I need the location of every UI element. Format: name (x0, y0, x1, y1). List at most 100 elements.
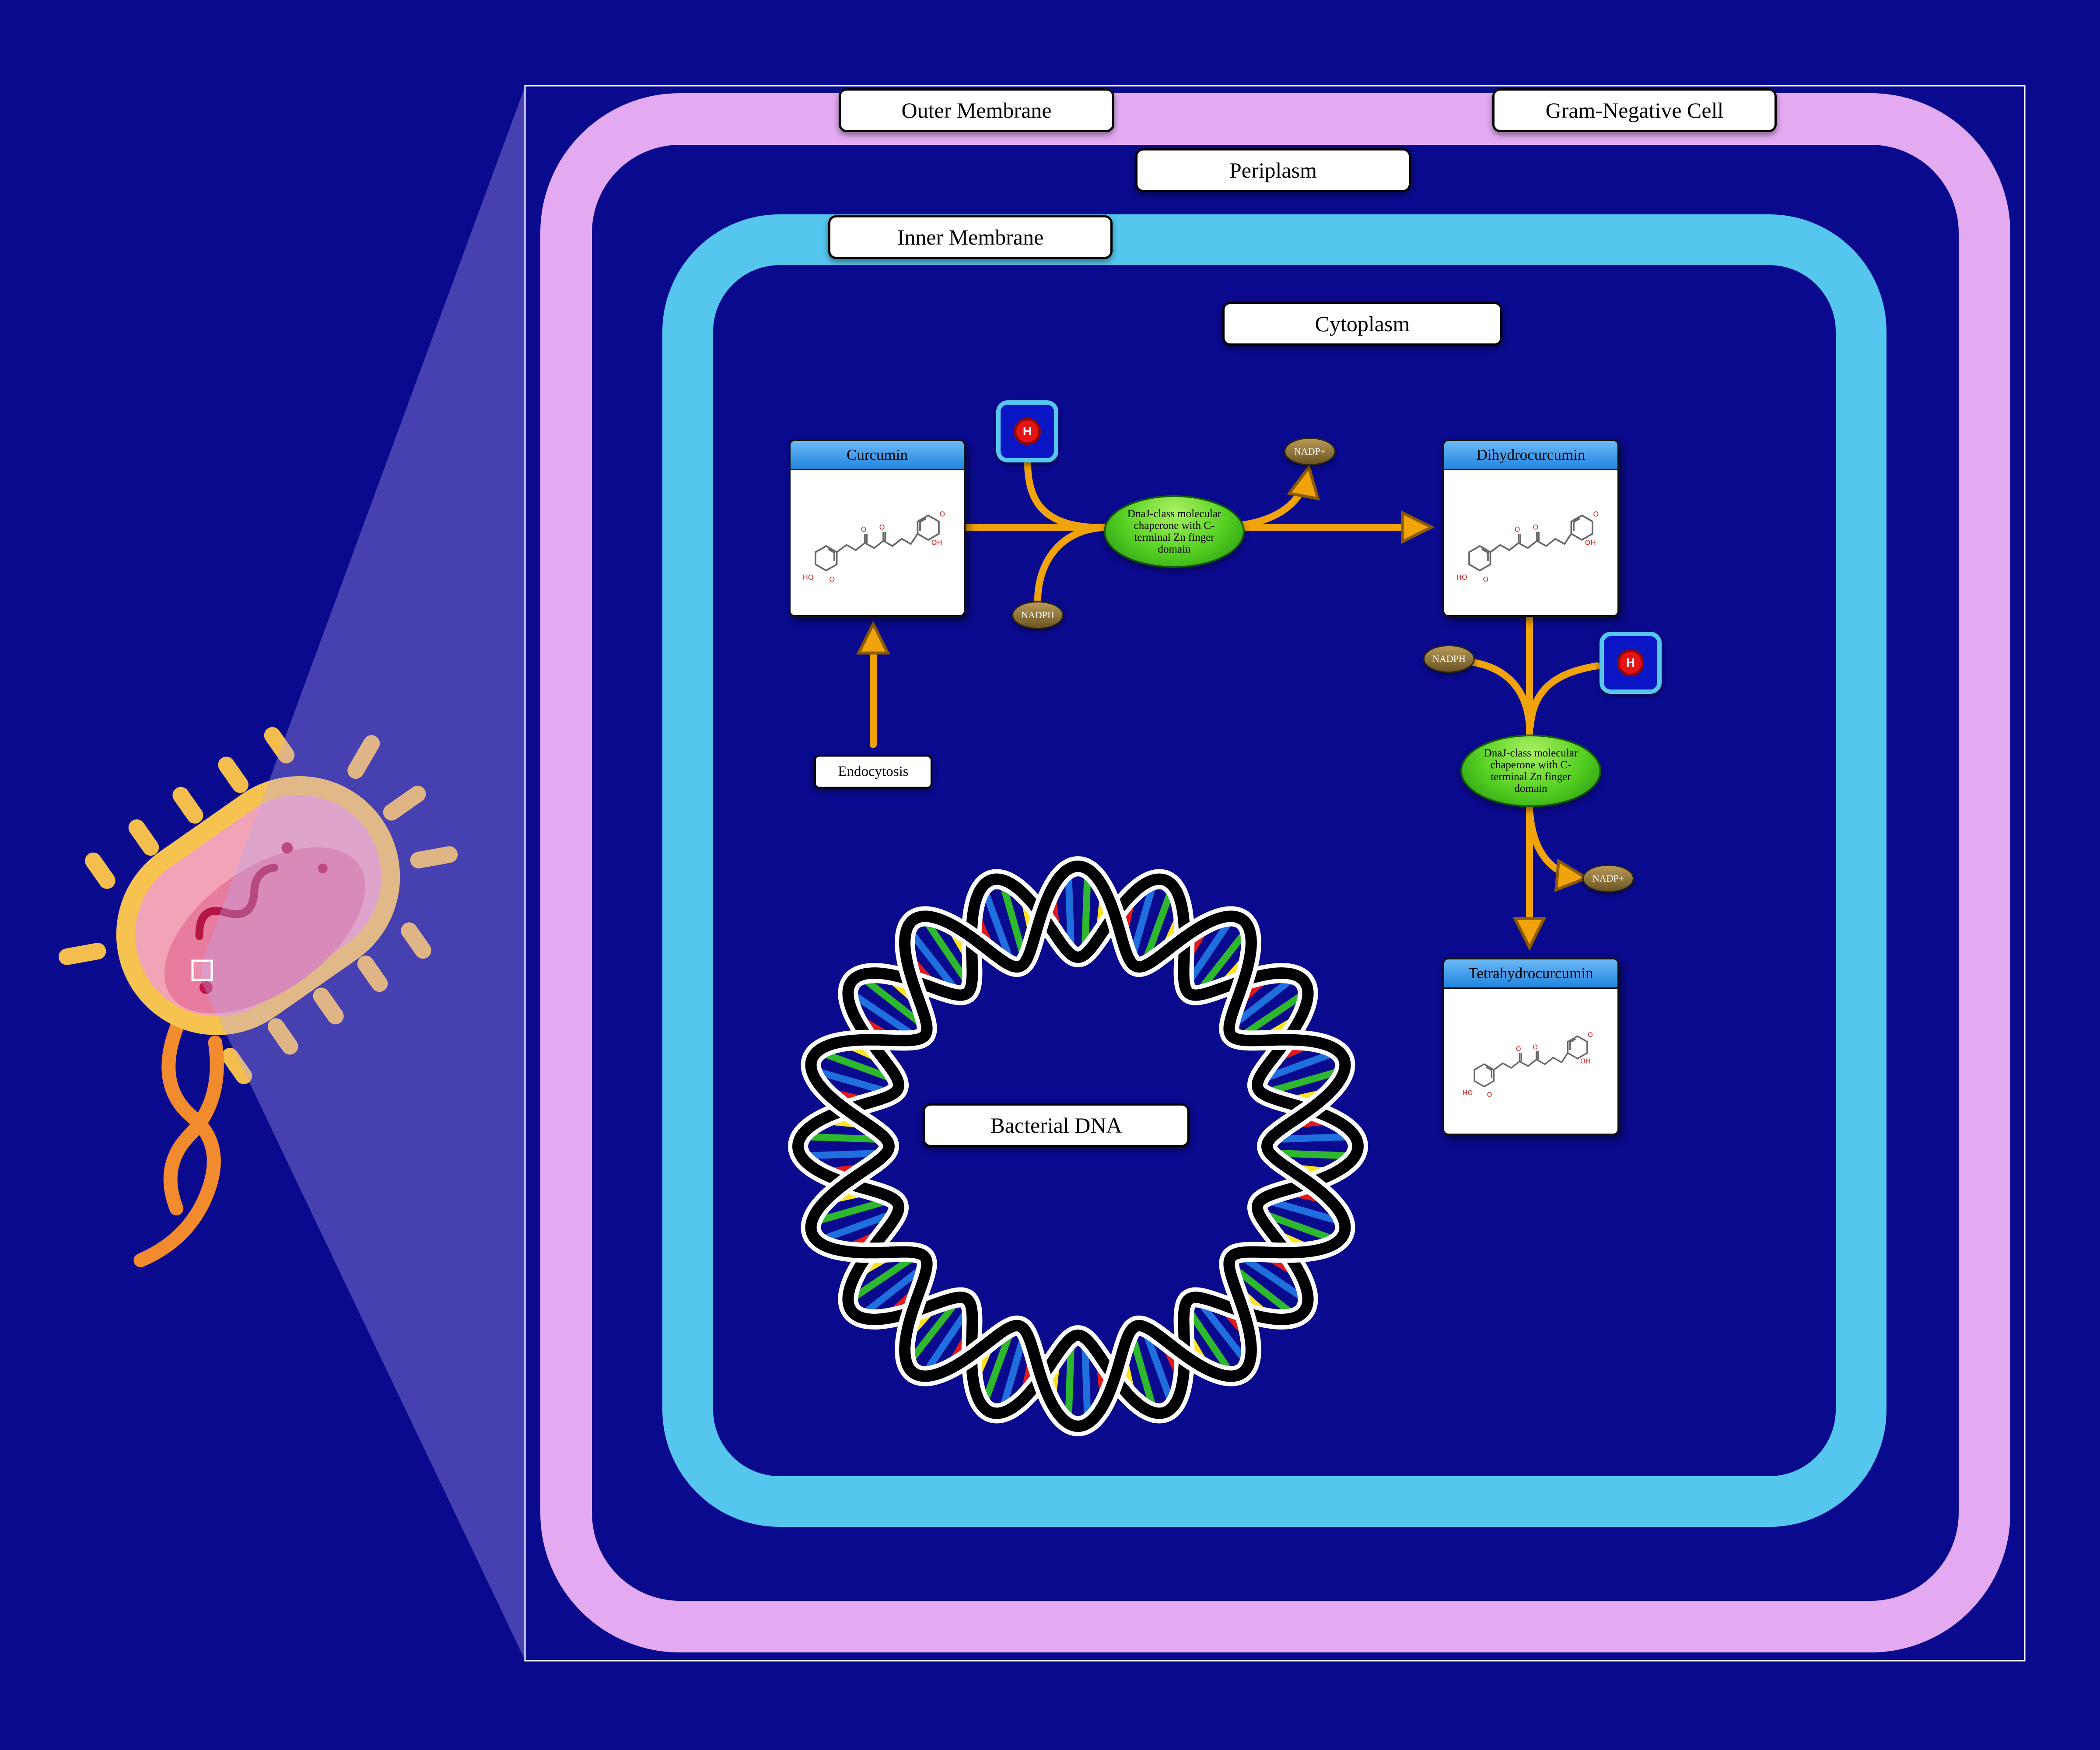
gram-negative-cell-label: Gram-Negative Cell (1492, 88, 1777, 132)
nadp-node-1[interactable]: NADP+ (1284, 438, 1336, 466)
bacterium-chromosome (195, 864, 278, 940)
nadph-label-2: NADPH (1432, 653, 1466, 664)
dna-base-pair (854, 1256, 913, 1299)
cytoplasm-label-text: Cytoplasm (1315, 312, 1410, 336)
tetrahydrocurcumin-node-body (1444, 989, 1617, 1134)
chaperone-enzyme-name-2: DnaJ-class molecular chaperone with C-te… (1484, 747, 1578, 794)
dna-base-pair (1243, 1256, 1302, 1299)
periplasm-label: Periplasm (1135, 148, 1411, 192)
dna-base-pair (1187, 1311, 1231, 1370)
inner-membrane-label: Inner Membrane (828, 215, 1113, 259)
chaperone-enzyme-node-2[interactable]: DnaJ-class molecular chaperone with C-te… (1460, 735, 1601, 807)
tetrahydrocurcumin-structure-image (1461, 1013, 1601, 1110)
dna-base-pair (925, 922, 969, 981)
nadph-label-1: NADPH (1021, 609, 1054, 620)
dna-base-pair (1143, 1334, 1173, 1399)
dna-base-pair (1279, 1150, 1346, 1159)
dna-base-pair (1187, 922, 1231, 981)
hydrogen-ion-dot-1: H (1014, 418, 1041, 445)
bacterium-flagella (133, 1019, 224, 1267)
tetrahydrocurcumin-node-header: Tetrahydrocurcumin (1444, 959, 1617, 989)
dna-base-pair (1199, 933, 1246, 990)
bacterium-granule (199, 981, 213, 994)
tetrahydrocurcumin-node-title: Tetrahydrocurcumin (1468, 965, 1593, 982)
dna-base-pair (1001, 888, 1026, 954)
dna-base-pair (1082, 1347, 1091, 1414)
dihydrocurcumin-node-header: Dihydrocurcumin (1444, 441, 1617, 470)
cytoplasm-label: Cytoplasm (1222, 302, 1502, 346)
dna-base-pair (854, 994, 913, 1037)
dna-base-pair (1065, 878, 1074, 945)
bacterium-illustration (58, 727, 458, 1267)
endocytosis-label: Endocytosis (814, 755, 932, 789)
inner-membrane-ring (662, 214, 1886, 1527)
dna-base-pair (983, 893, 1013, 959)
dna-base-pair (1065, 1347, 1074, 1414)
dna-base-pair (925, 1311, 969, 1370)
dna-base-pair (1130, 888, 1155, 954)
chaperone-enzyme-node-1[interactable]: DnaJ-class molecular chaperone with C-te… (1104, 495, 1245, 568)
arrow-nadph-in-2 (1470, 659, 1533, 730)
hydrogen-ion-symbol-2: H (1626, 656, 1635, 669)
outer-membrane-label-text: Outer Membrane (901, 98, 1052, 122)
dna-base-pair (810, 1150, 877, 1159)
dna-base-pair (910, 933, 957, 990)
nadp-node-2[interactable]: NADP+ (1582, 864, 1634, 892)
curcumin-node-header: Curcumin (791, 441, 964, 470)
arrow-h-in-2 (1527, 662, 1600, 730)
hydrogen-ion-dot-2: H (1617, 649, 1644, 676)
dihydrocurcumin-structure-image (1454, 490, 1607, 595)
periplasm-label-text: Periplasm (1229, 158, 1317, 182)
outer-membrane-label: Outer Membrane (839, 88, 1114, 132)
arrow-nadp-out-2 (1526, 810, 1582, 878)
dna-base-pair (1199, 1302, 1246, 1359)
arrow-nadph-in-1 (1034, 524, 1106, 604)
dna-base-pair (1266, 1211, 1331, 1241)
dna-base-pair (1082, 878, 1091, 945)
dna-base-pair (983, 1334, 1013, 1399)
dna-base-pair (865, 979, 922, 1025)
dna-strand (805, 860, 1351, 1432)
dna-base-pair (1266, 1051, 1331, 1081)
curcumin-structure-image (801, 490, 954, 595)
arrow-h-in-1 (1024, 459, 1094, 531)
dihydrocurcumin-node-title: Dihydrocurcumin (1476, 446, 1586, 463)
hydrogen-ion-symbol-1: H (1022, 424, 1032, 438)
dna-base-pair (1243, 994, 1302, 1037)
dna-base-pair (865, 1267, 922, 1314)
dna-base-pair (825, 1211, 890, 1241)
dna-base-pair (1143, 893, 1173, 959)
dna-strand (792, 873, 1364, 1419)
bacterial-dna-plasmid (788, 856, 1368, 1437)
curcumin-node-body (791, 470, 964, 615)
dna-base-pair (1234, 1267, 1291, 1314)
bacterium-pili (58, 727, 458, 1085)
bacterium-granule (318, 863, 328, 873)
curcumin-node[interactable]: Curcumin (789, 439, 966, 617)
nadp-label-1: NADP+ (1294, 446, 1326, 457)
dna-base-pair (1270, 1198, 1337, 1224)
bacterium-cytosol (164, 847, 365, 1014)
nadp-label-2: NADP+ (1592, 873, 1624, 884)
tetrahydrocurcumin-node[interactable]: Tetrahydrocurcumin (1442, 958, 1619, 1135)
bacterium-granule (281, 842, 293, 854)
hydrogen-ion-icon-1[interactable]: H (996, 400, 1058, 462)
hydrogen-ion-icon-2[interactable]: H (1600, 632, 1662, 694)
curcumin-node-title: Curcumin (847, 446, 908, 463)
dna-base-pair (910, 1302, 957, 1359)
dna-base-pair (1279, 1133, 1346, 1143)
bacterial-dna-label-text: Bacterial DNA (990, 1113, 1122, 1138)
zoom-source-marker (191, 959, 213, 981)
dna-base-pair (1234, 979, 1291, 1025)
zoom-cone (202, 87, 525, 1660)
dihydrocurcumin-node-body (1444, 470, 1617, 615)
dna-base-pair (819, 1198, 886, 1224)
dihydrocurcumin-node[interactable]: Dihydrocurcumin (1442, 439, 1619, 617)
nadph-node-1[interactable]: NADPH (1012, 601, 1064, 629)
dna-base-pair (1130, 1339, 1155, 1405)
dna-base-pair (825, 1051, 890, 1081)
nadph-node-2[interactable]: NADPH (1423, 645, 1475, 673)
chaperone-enzyme-name-1: DnaJ-class molecular chaperone with C-te… (1127, 508, 1222, 555)
dna-base-pair (819, 1069, 886, 1094)
